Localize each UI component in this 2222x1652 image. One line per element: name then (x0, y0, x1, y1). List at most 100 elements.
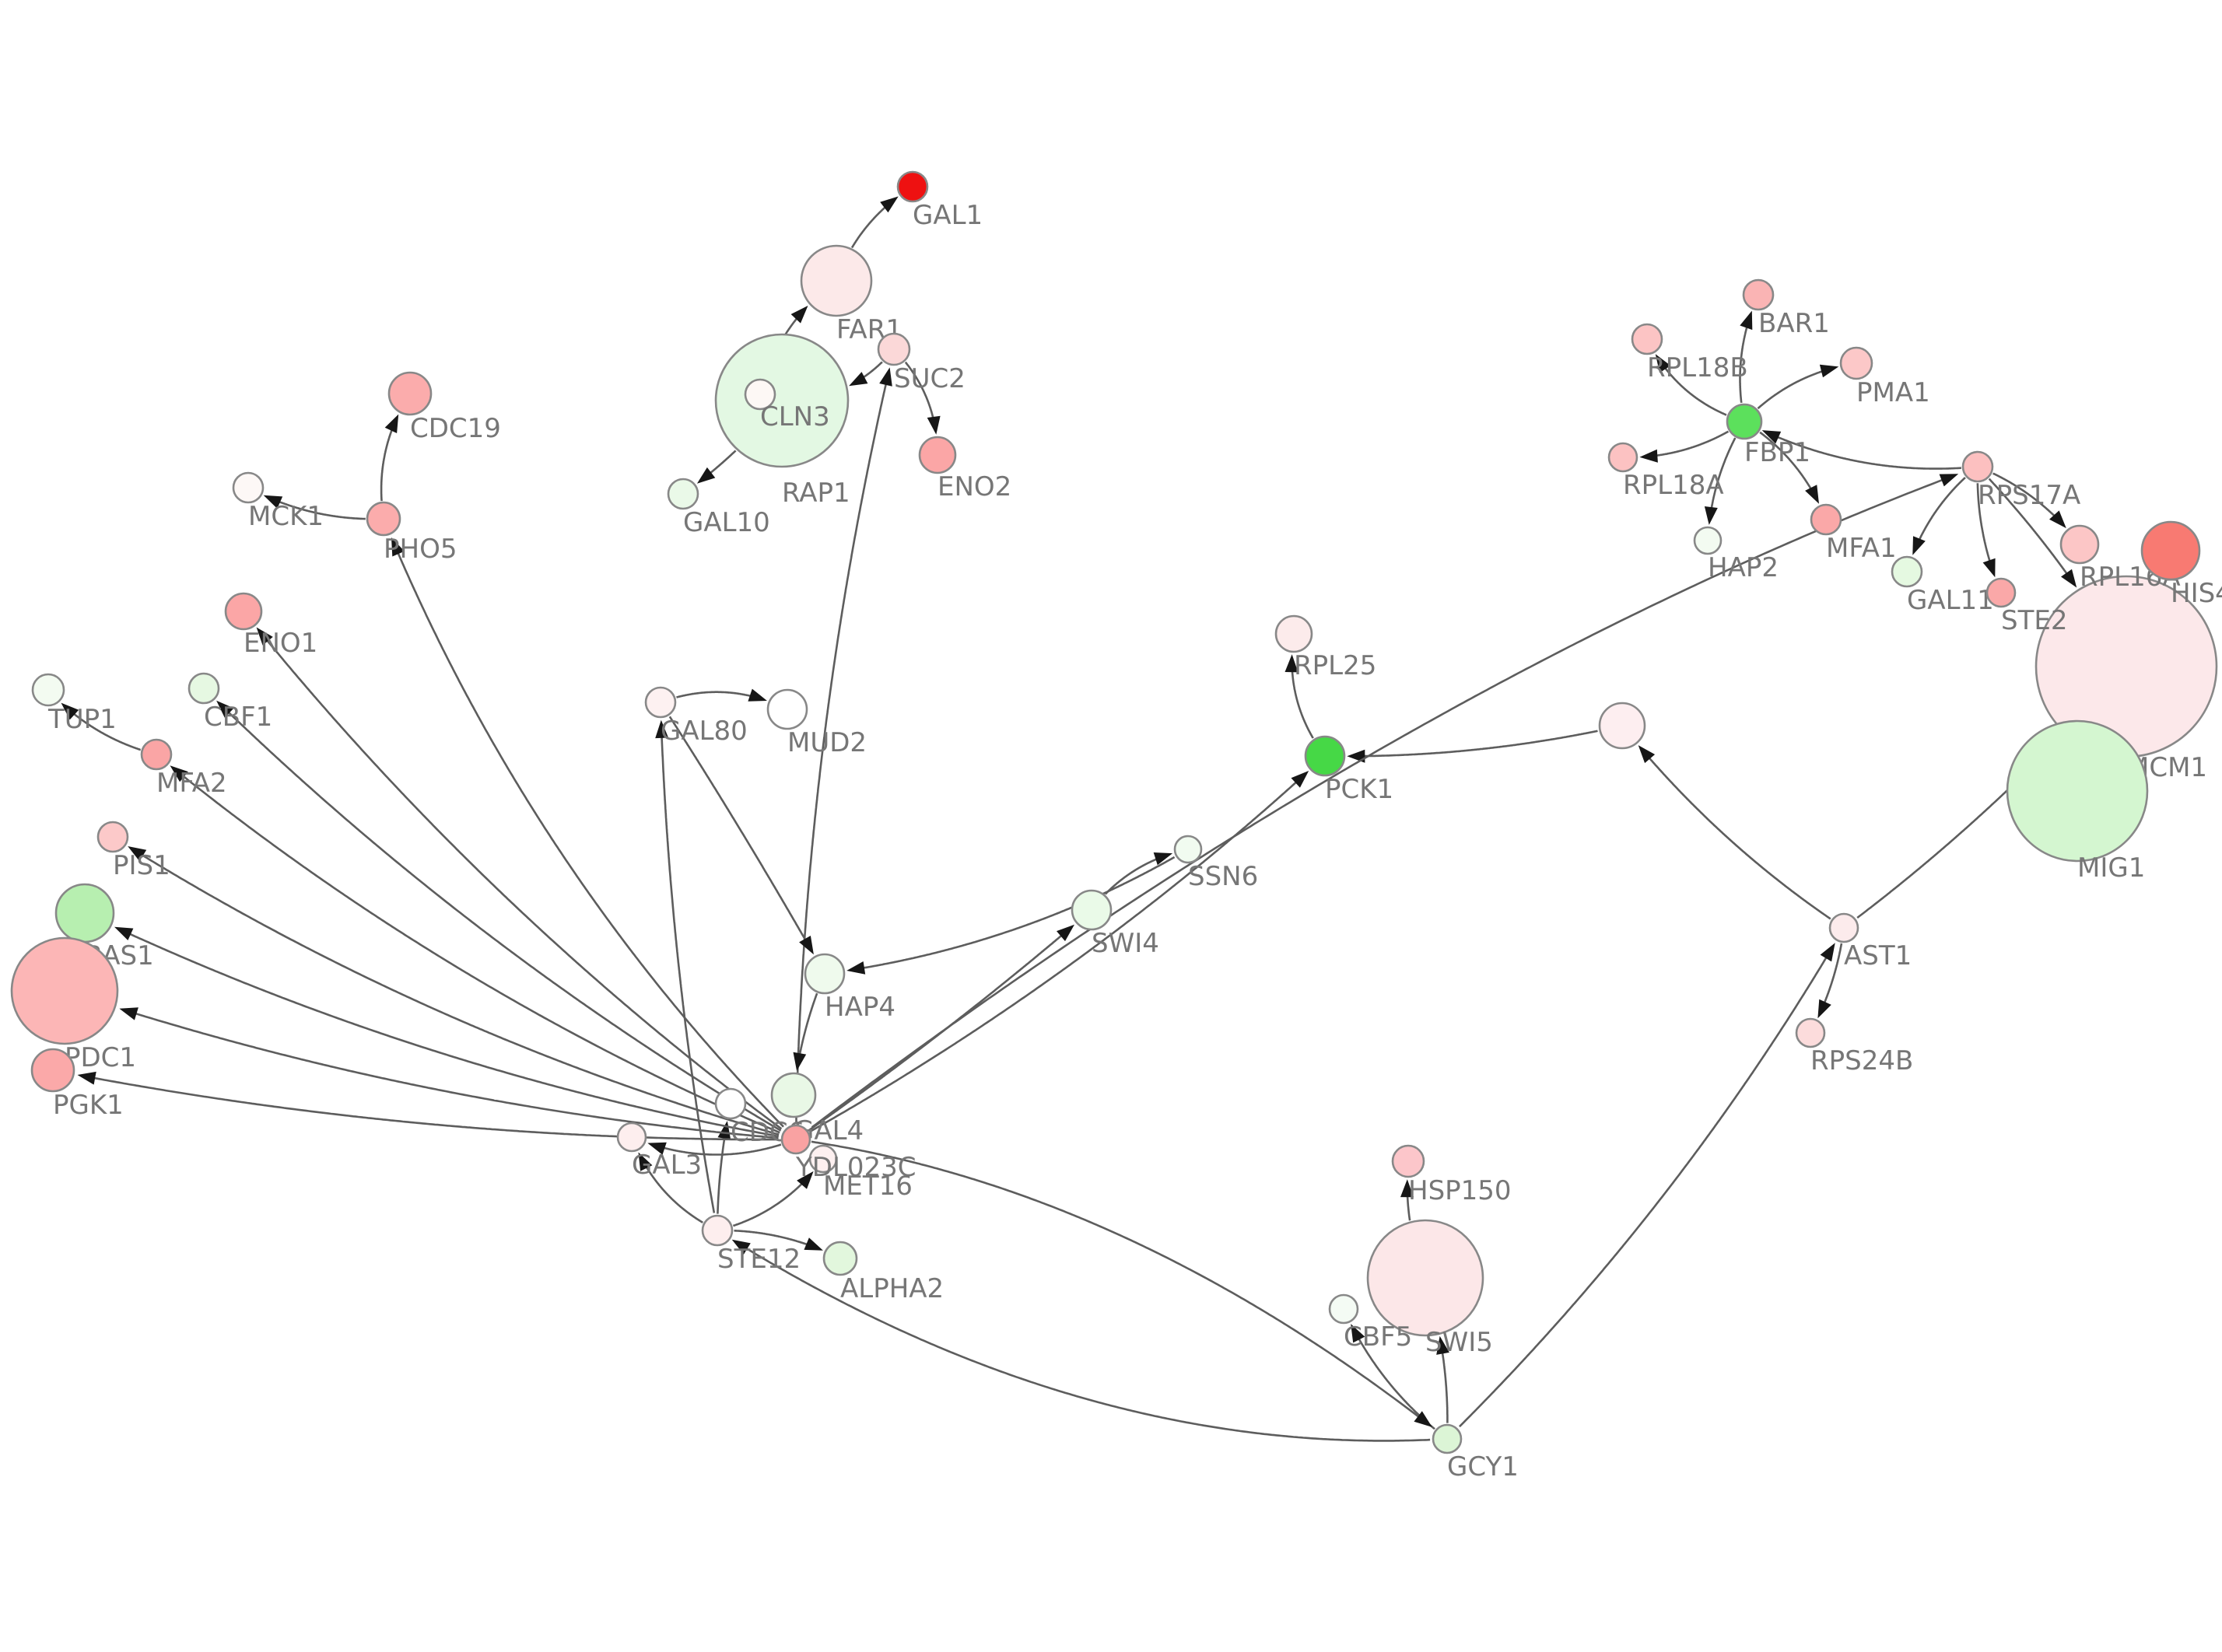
edge-YDL023C-GAL3[interactable] (647, 1142, 782, 1156)
edge-YDL023C-GCY1[interactable] (811, 1140, 1432, 1427)
edge-YDL023C-ENO1[interactable] (256, 627, 783, 1130)
node-GCY1[interactable]: GCY1 (1432, 1423, 1519, 1482)
node-RPL18B[interactable]: RPL18B (1631, 323, 1748, 383)
node-CBF5[interactable]: CBF5 (1328, 1293, 1412, 1353)
node-CDC19[interactable]: CDC19 (387, 371, 501, 444)
edge-PHO5-CDC19[interactable] (380, 414, 399, 502)
node-CLN3[interactable]: CLN3 (744, 378, 830, 432)
edge-RPS17A-STE2[interactable] (1976, 483, 1996, 578)
edge-YDL023C-SUC2[interactable] (795, 367, 892, 1124)
node-FBP1[interactable]: FBP1 (1726, 403, 1810, 468)
edge-YDL023C-PDC1[interactable] (119, 1007, 779, 1139)
node-SWI5[interactable]: SWI5 (1366, 1219, 1493, 1358)
node-MUD2[interactable]: MUD2 (766, 688, 867, 758)
edge-SSN6-HAP4[interactable] (846, 856, 1176, 975)
edge-GAL80-MUD2[interactable] (676, 688, 767, 702)
edge-STE12-ALPHA2[interactable] (734, 1230, 823, 1251)
edge-YDL023C-MFA2[interactable] (170, 765, 780, 1134)
node-PHO5[interactable]: PHO5 (366, 501, 457, 565)
node-MET16[interactable]: MET16 (808, 1144, 913, 1202)
node-SWI4[interactable]: SWI4 (1071, 889, 1159, 959)
node-TUP1[interactable]: TUP1 (31, 673, 117, 735)
node-HAP2[interactable]: HAP2 (1693, 526, 1779, 583)
edge-FBP1-HAP2[interactable] (1704, 437, 1737, 525)
edge-STE12-MET16[interactable] (732, 1171, 814, 1227)
edge-GCY1-AST1[interactable] (1458, 943, 1835, 1428)
node-YDL023C[interactable]: YDL023C (780, 1124, 916, 1183)
node-PCK1[interactable]: PCK1 (1304, 735, 1393, 805)
edge-YDL023C-PIS1[interactable] (128, 846, 780, 1136)
node-PGK1[interactable]: PGK1 (30, 1048, 124, 1121)
edge-SWI5-HSP150[interactable] (1400, 1179, 1414, 1221)
edge-GCY1-STE12[interactable] (731, 1239, 1431, 1442)
node-PMA1[interactable]: PMA1 (1839, 346, 1930, 408)
node-unlabeled[interactable] (1598, 702, 1646, 750)
edge-RAP1-GAL10[interactable] (696, 450, 737, 484)
node-GAL10[interactable]: GAL10 (667, 478, 770, 538)
node-GAL1[interactable]: GAL1 (896, 170, 983, 231)
node-CBF1[interactable]: CBF1 (188, 672, 272, 733)
edge-MFA2-TUP1[interactable] (61, 702, 141, 751)
edge-FBP1-MFA1[interactable] (1759, 431, 1819, 504)
edge-SWI4-SSN6[interactable] (1104, 852, 1173, 895)
edge-RPS17A-MCM1[interactable] (1988, 478, 2077, 588)
node-MCK1[interactable]: MCK1 (232, 471, 324, 532)
edge-YDL023C-PHO5[interactable] (391, 537, 784, 1128)
edge-GAL80-HAP4[interactable] (668, 716, 814, 955)
edge-SUC2-ENO2[interactable] (904, 361, 941, 435)
node-FAR1[interactable]: FAR1 (800, 244, 902, 345)
edge-FBP1-BAR1[interactable] (1739, 310, 1753, 403)
edge-GCY1-SWI5[interactable] (1436, 1335, 1449, 1423)
node-ENO2[interactable]: ENO2 (918, 436, 1011, 502)
node-MFA2[interactable]: MFA2 (140, 738, 227, 799)
node-label: HSP150 (1408, 1175, 1512, 1206)
edge-STE12-CDC6[interactable] (717, 1121, 731, 1214)
edge-AST1-RPS24B[interactable] (1817, 943, 1843, 1019)
edge-FBP1-RPL18A[interactable] (1639, 430, 1730, 463)
node-AST1[interactable]: AST1 (1828, 912, 1912, 971)
node-PDC1[interactable]: PDC1 (10, 936, 136, 1073)
edge-FBP1-PMA1[interactable] (1757, 364, 1839, 410)
edge-YDL023C-CBF1[interactable] (216, 700, 782, 1132)
node-HAP4[interactable]: HAP4 (804, 953, 895, 1023)
edge-STE12-GAL3[interactable] (638, 1152, 703, 1224)
node-HSP150[interactable]: HSP150 (1391, 1144, 1512, 1206)
edge-FAR1-GAL1[interactable] (850, 196, 899, 249)
node-SSN6[interactable]: SSN6 (1173, 835, 1258, 892)
edge-SUC2-RAP1[interactable] (849, 361, 883, 387)
node-SUC2[interactable]: SUC2 (877, 332, 966, 394)
edge-PHO5-MCK1[interactable] (263, 495, 366, 520)
node-MIG1[interactable]: MIG1 (2006, 719, 2149, 884)
node-BAR1[interactable]: BAR1 (1742, 278, 1830, 339)
node-PIS1[interactable]: PIS1 (96, 821, 170, 881)
edge-YDL023C-RPS17A[interactable] (811, 474, 1959, 1129)
edge-PCK1-RPL25[interactable] (1284, 654, 1314, 739)
node-MFA1[interactable]: MFA1 (1810, 503, 1897, 564)
arrowhead (391, 537, 405, 557)
node-STE12[interactable]: STE12 (701, 1214, 801, 1275)
node-HIS4[interactable]: HIS4 (2140, 520, 2222, 609)
node-STE2[interactable]: STE2 (1985, 577, 2067, 636)
edge-FBP1-RPL18B[interactable] (1655, 354, 1727, 416)
node-RAP1[interactable]: RAP1 (714, 333, 850, 509)
node-RPL25[interactable]: RPL25 (1274, 614, 1376, 681)
edge-YDL023C-RAS1[interactable] (114, 926, 780, 1138)
node-GAL11[interactable]: GAL11 (1891, 555, 1994, 616)
edge-STE12-GAL80[interactable] (655, 719, 716, 1213)
edge-AST1-UNLAB[interactable] (1638, 745, 1831, 920)
edge-YDL023C-PCK1[interactable] (811, 771, 1309, 1132)
edge-YDL023C-PGK1[interactable] (77, 1071, 779, 1141)
edge-RPS17A-RPL16A[interactable] (1992, 472, 2066, 529)
node-GAL80[interactable]: GAL80 (644, 686, 748, 747)
node-ENO1[interactable]: ENO1 (224, 592, 317, 659)
node-RPS17A[interactable]: RPS17A (1961, 450, 2080, 511)
edge-RPS17A-GAL11[interactable] (1912, 477, 1966, 555)
node-ALPHA2[interactable]: ALPHA2 (822, 1241, 944, 1304)
edge-HAP4-GAL4[interactable] (793, 992, 818, 1071)
edge-RPS17A-FBP1[interactable] (1761, 430, 1962, 470)
node-GAL3[interactable]: GAL3 (616, 1122, 702, 1181)
node-RPS24B[interactable]: RPS24B (1795, 1017, 1913, 1076)
node-RPL18A[interactable]: RPL18A (1607, 442, 1724, 501)
